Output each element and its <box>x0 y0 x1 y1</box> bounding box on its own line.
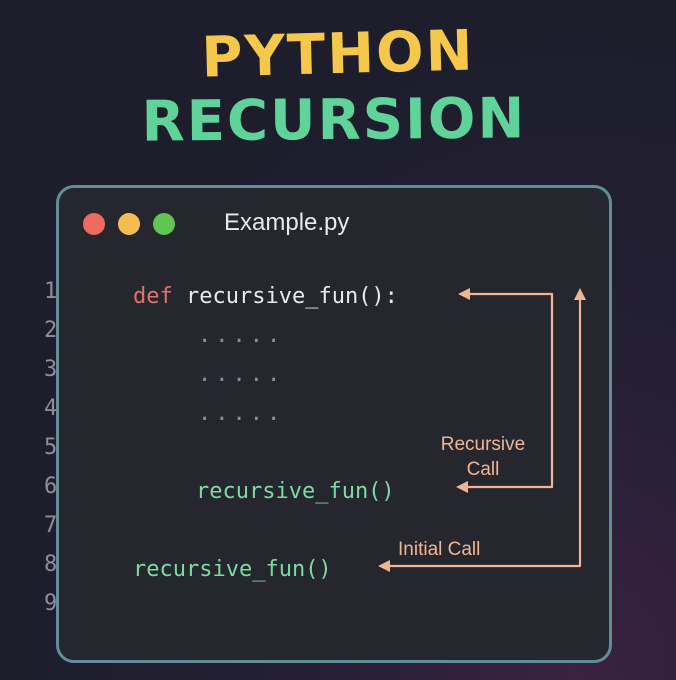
line-number: 4 <box>44 396 58 421</box>
code-line-1: def recursive_fun(): <box>133 279 398 315</box>
line-number: 3 <box>44 357 58 382</box>
recursive-call-label: Recursive Call <box>428 432 538 482</box>
minimize-button[interactable] <box>118 213 140 235</box>
window-filename: Example.py <box>224 209 350 236</box>
page-title: PYTHON RECURSION <box>0 18 676 155</box>
line-number: 6 <box>44 474 58 499</box>
initial-call-label: Initial Call <box>398 539 481 560</box>
recursive-call-code: recursive_fun() <box>196 479 395 504</box>
recursive-label-line2: Call <box>466 459 500 480</box>
line-number: 8 <box>44 552 58 577</box>
title-recursion: RECURSION <box>141 86 527 155</box>
recursive-label-line1: Recursive <box>440 434 526 455</box>
line-number: 7 <box>44 513 58 538</box>
line-number: 1 <box>44 279 58 304</box>
code-line-2: ..... <box>198 323 285 348</box>
title-python: PYTHON <box>200 18 476 91</box>
line-number: 2 <box>44 318 58 343</box>
code-line-3: ..... <box>198 362 285 387</box>
code-line-4: ..... <box>198 401 285 426</box>
line-number: 9 <box>44 591 58 616</box>
line-number: 5 <box>44 435 58 460</box>
maximize-button[interactable] <box>153 213 175 235</box>
close-button[interactable] <box>83 213 105 235</box>
window-controls <box>83 213 175 235</box>
code-editor-window: Example.py <box>56 185 612 663</box>
def-keyword: def <box>133 284 173 309</box>
function-definition: recursive_fun(): <box>186 284 398 309</box>
initial-call-code: recursive_fun() <box>133 557 332 582</box>
